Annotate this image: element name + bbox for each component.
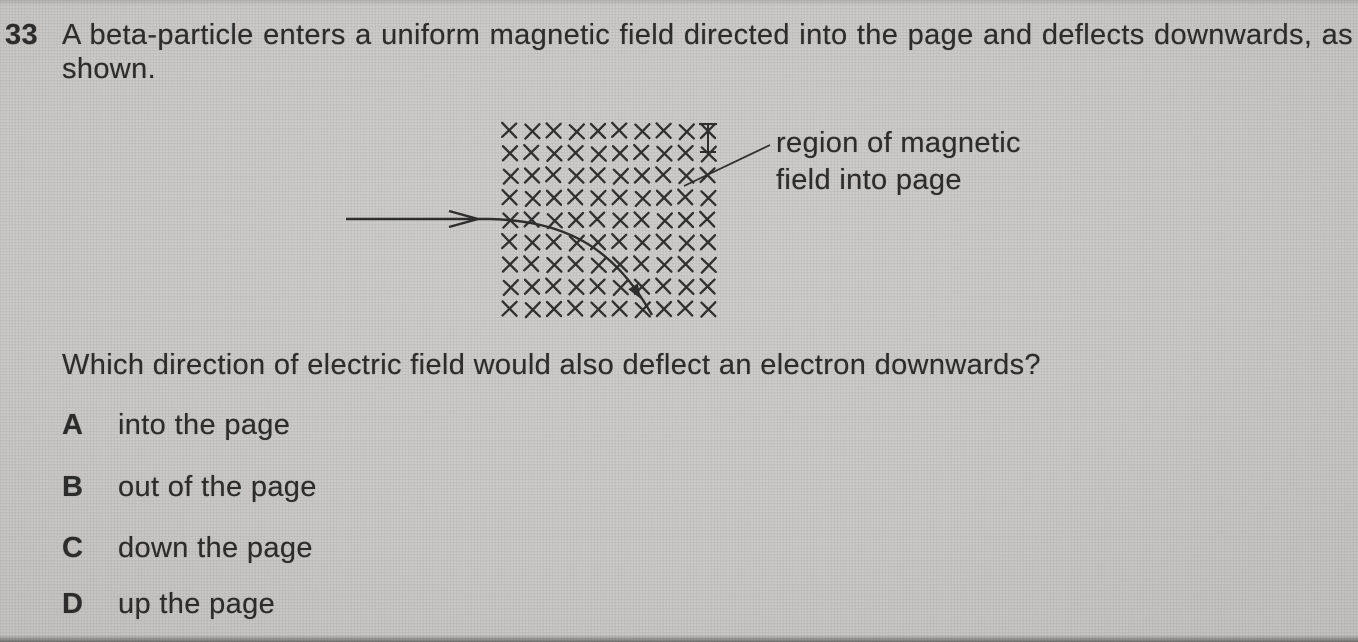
option-a-text: into the page [118, 409, 291, 441]
question-stem-line1: A beta-particle enters a uniform magneti… [62, 19, 1353, 51]
beta-particle-path [346, 217, 654, 316]
diagram-label-line2: field into page [776, 164, 962, 196]
option-a-letter: A [62, 409, 84, 441]
photo-bottom-edge-shading [0, 635, 1358, 642]
option-c-text: down the page [118, 532, 313, 564]
option-d-letter: D [62, 588, 84, 620]
question-number: 33 [5, 19, 38, 51]
option-d-text: up the page [118, 588, 276, 620]
photo-top-edge-shading [0, 0, 1358, 5]
question-stem-line2: shown. [62, 53, 156, 85]
option-b-letter: B [62, 471, 84, 503]
option-b-text: out of the page [118, 471, 317, 503]
field-cross-grid [501, 121, 717, 319]
beta-direction-arrowhead-icon [448, 209, 483, 229]
field-edge-mark [699, 123, 717, 153]
deflection-arrowhead-icon [628, 283, 641, 299]
label-leader-line [683, 144, 771, 187]
diagram-label-line1: region of magnetic [776, 127, 1021, 159]
option-c-letter: C [62, 532, 84, 564]
question-prompt: Which direction of electric field would … [62, 349, 1041, 381]
